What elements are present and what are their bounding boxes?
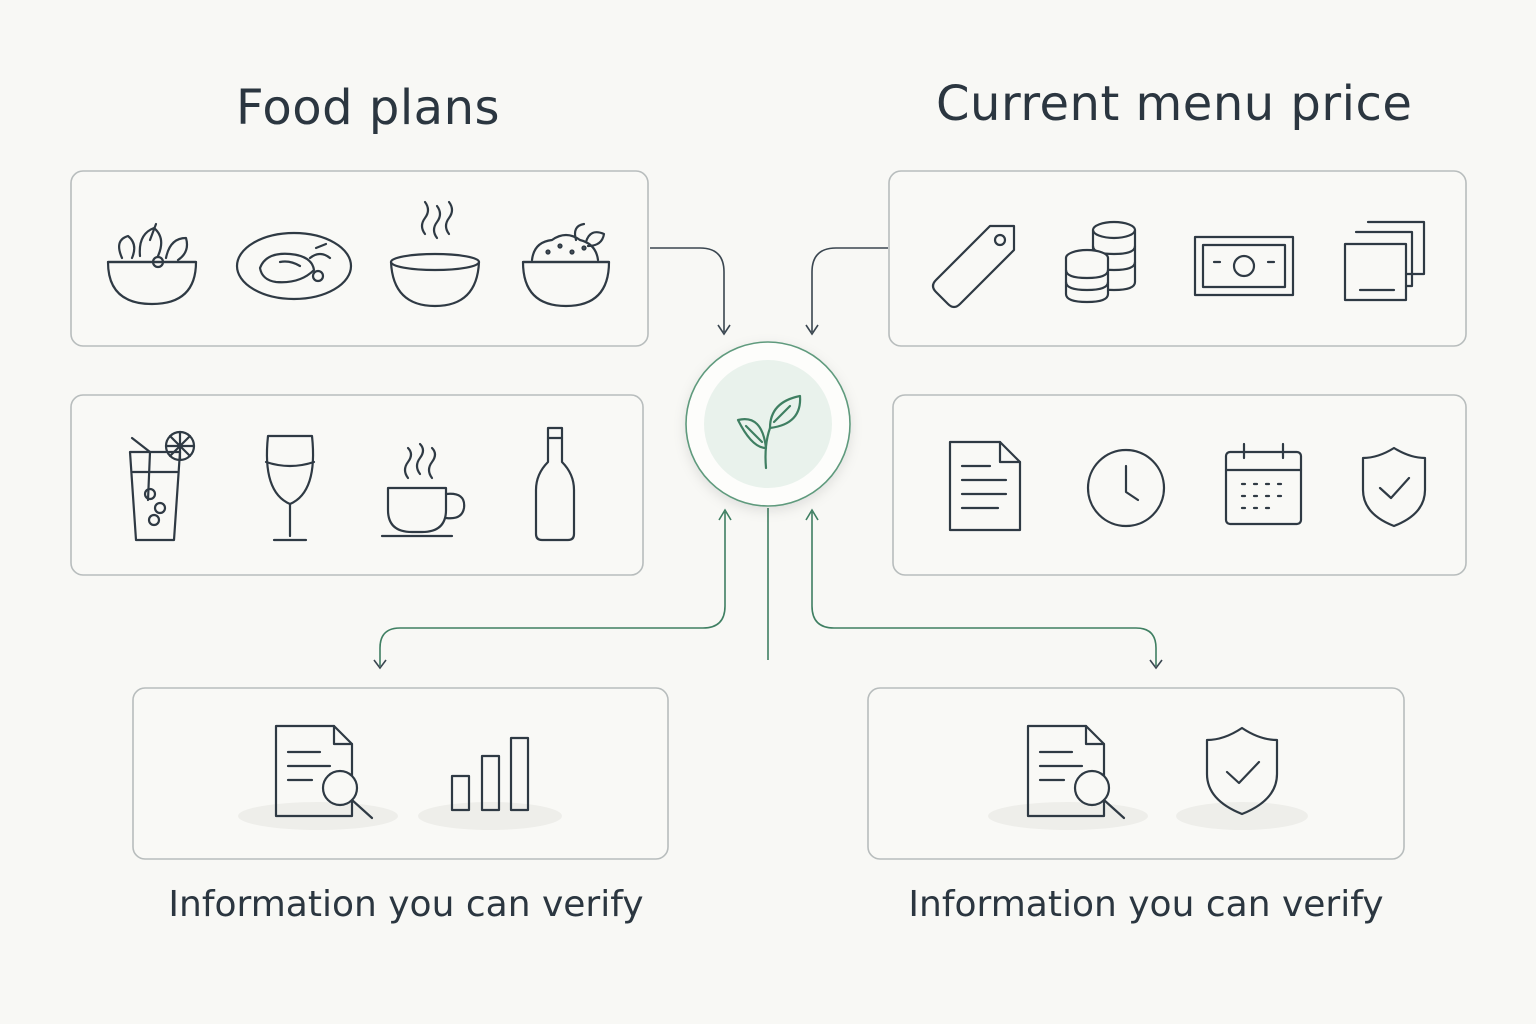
drinks-panel xyxy=(70,394,644,576)
banknote-icon xyxy=(1193,235,1295,297)
verify-caption-right: Information you can verify xyxy=(908,884,1384,925)
icon-shadow xyxy=(1176,802,1308,830)
calendar-icon xyxy=(1224,442,1303,526)
clock-icon xyxy=(1086,448,1166,528)
document-search-icon xyxy=(1026,724,1126,820)
food-plans-heading: Food plans xyxy=(236,80,501,136)
pricing-panel xyxy=(888,170,1467,347)
document-icon xyxy=(948,440,1022,532)
icon-shadow xyxy=(418,802,562,830)
salad-bowl-icon xyxy=(106,222,198,306)
verify-caption-left: Information you can verify xyxy=(168,884,644,925)
current-menu-price-heading: Current menu price xyxy=(936,76,1413,132)
food-panel xyxy=(70,170,649,347)
leaf-sprout-icon xyxy=(736,394,802,470)
bar-chart-icon xyxy=(450,736,530,812)
wine-glass-icon xyxy=(264,434,316,542)
price-tag-icon xyxy=(931,224,1016,309)
soup-bowl-icon xyxy=(389,200,481,308)
connector-pricing-to-center xyxy=(805,247,888,336)
plated-dish-icon xyxy=(235,231,353,301)
coffee-cup-icon xyxy=(380,442,466,538)
document-search-icon xyxy=(274,724,374,820)
shield-check-icon xyxy=(1205,726,1279,816)
bottle-icon xyxy=(534,426,576,542)
shield-check-icon xyxy=(1361,446,1427,528)
connector-center-to-verify-right xyxy=(805,508,1163,670)
receipt-copies-icon xyxy=(1343,220,1426,302)
verify-panel-left xyxy=(132,687,669,860)
info-panel xyxy=(892,394,1467,576)
connector-food-to-center xyxy=(650,247,731,336)
connector-center-to-verify-left xyxy=(373,508,732,670)
center-hub xyxy=(685,341,851,507)
verify-panel-right xyxy=(867,687,1405,860)
rice-bowl-icon xyxy=(521,222,611,308)
iced-drink-icon xyxy=(128,430,196,542)
coin-stacks-icon xyxy=(1064,220,1137,304)
